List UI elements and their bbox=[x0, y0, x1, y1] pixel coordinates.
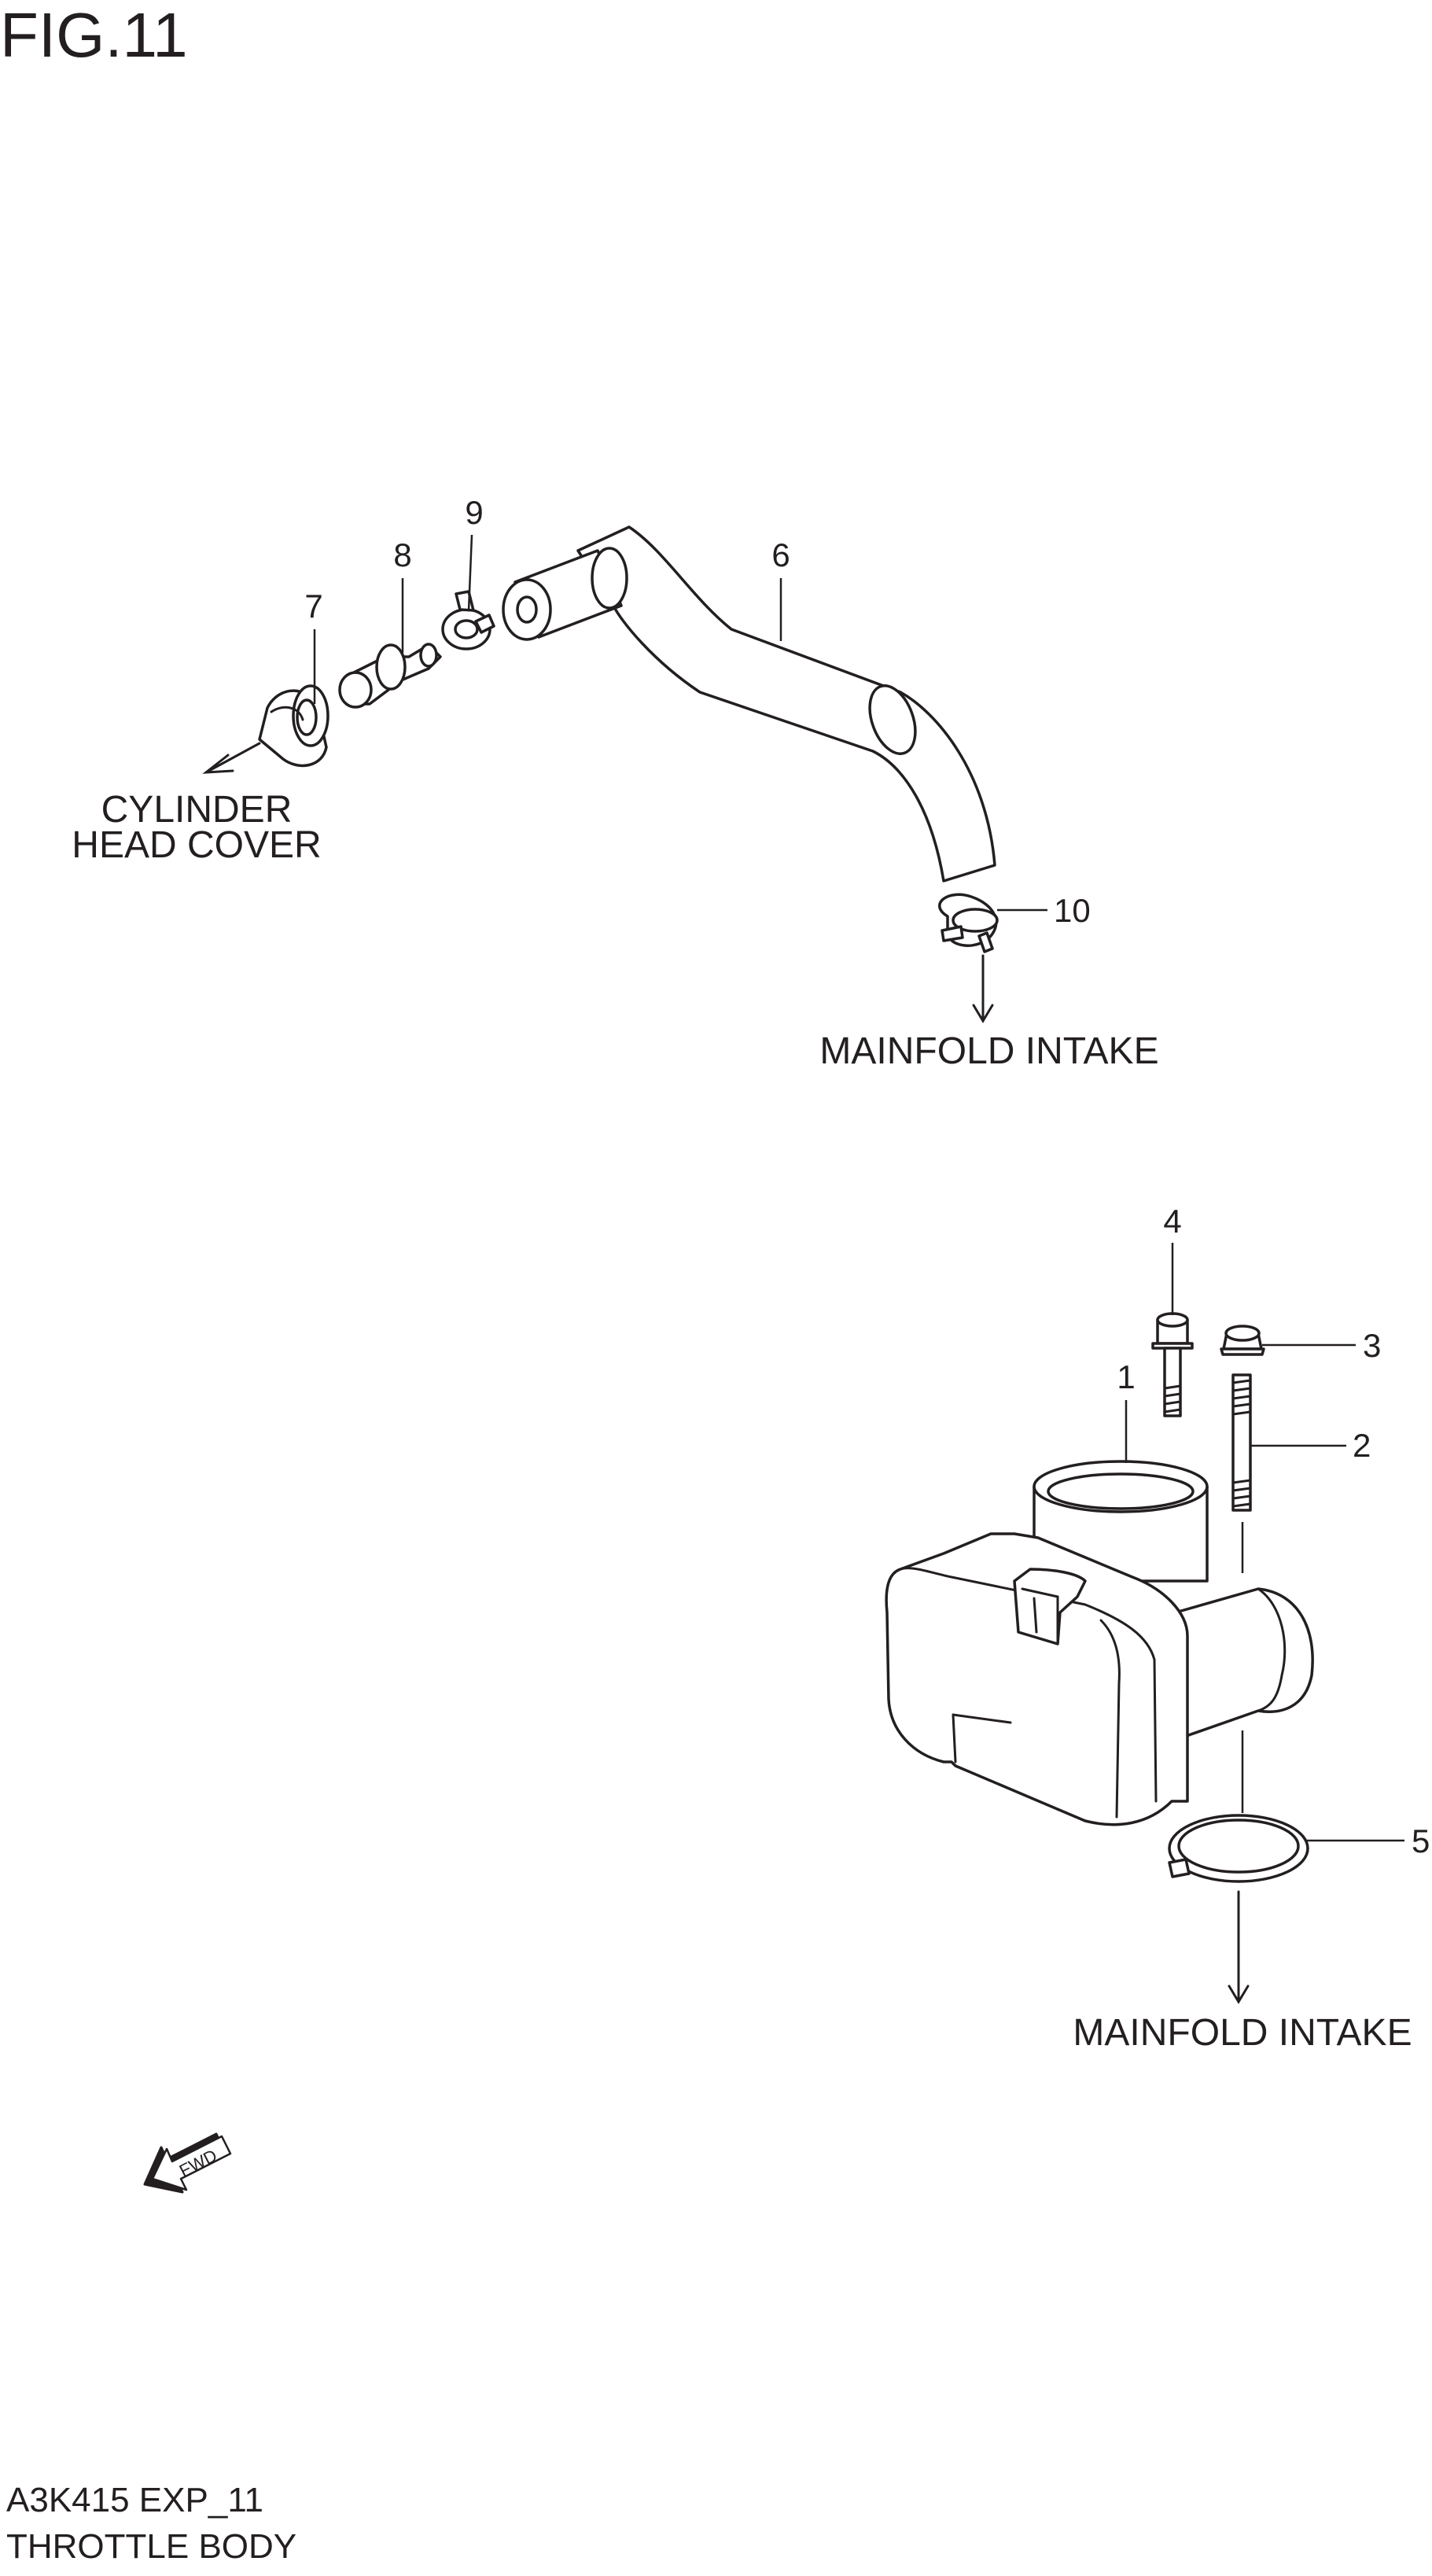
callout-5: 5 bbox=[1412, 1822, 1430, 1859]
part-2-stud[interactable] bbox=[1231, 1373, 1252, 1512]
label-mainfold-intake-bottom: MAINFOLD INTAKE bbox=[1073, 2012, 1412, 2054]
arrow-to-mainfold-intake-top bbox=[972, 954, 994, 1023]
arrow-to-cylinder-head-cover bbox=[202, 742, 261, 774]
part-1-throttle-body[interactable] bbox=[885, 1460, 1314, 1826]
figure-name: THROTTLE BODY bbox=[6, 2527, 296, 2566]
part-5-gasket[interactable] bbox=[1168, 1814, 1309, 1883]
label-cylinder-head-line1: CYLINDER bbox=[101, 789, 293, 831]
part-6-hose[interactable] bbox=[502, 525, 996, 883]
callout-9: 9 bbox=[465, 494, 483, 531]
callout-2: 2 bbox=[1353, 1427, 1371, 1464]
callout-8: 8 bbox=[393, 536, 411, 573]
part-3-nut[interactable] bbox=[1220, 1325, 1265, 1356]
part-8-pcv-valve[interactable] bbox=[338, 643, 442, 709]
callout-4: 4 bbox=[1163, 1203, 1181, 1240]
callout-1: 1 bbox=[1117, 1358, 1135, 1395]
arrow-to-mainfold-intake-bottom bbox=[1228, 1890, 1250, 2004]
leader-9 bbox=[467, 534, 473, 612]
fwd-arrow-icon: FWD bbox=[143, 2132, 232, 2194]
figure-code: A3K415 EXP_11 bbox=[6, 2481, 263, 2519]
figure-title: FIG.11 bbox=[0, 0, 188, 70]
callout-3: 3 bbox=[1363, 1327, 1381, 1364]
callout-10: 10 bbox=[1054, 892, 1091, 929]
label-cylinder-head-line2: HEAD COVER bbox=[72, 824, 321, 866]
part-4-bolt[interactable] bbox=[1151, 1312, 1194, 1417]
callout-7: 7 bbox=[304, 588, 322, 625]
part-7-grommet[interactable] bbox=[258, 684, 329, 768]
label-mainfold-intake-top: MAINFOLD INTAKE bbox=[819, 1030, 1158, 1072]
part-10-clamp[interactable] bbox=[938, 893, 999, 953]
callout-6: 6 bbox=[771, 536, 790, 573]
